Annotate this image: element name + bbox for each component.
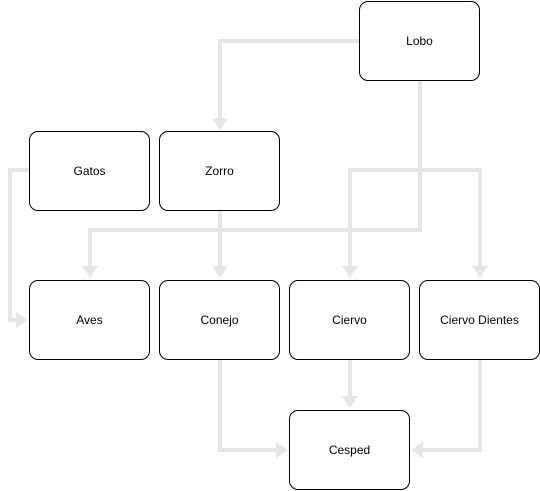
node-lobo: Lobo [359,1,480,81]
edge-gatos-aves [8,168,29,322]
edge-lobo-zorro [218,39,359,120]
arrowhead-cesped-left [276,442,288,458]
node-label-aves: Aves [76,313,103,327]
arrowhead-cesped-top [342,396,358,408]
node-label-ciervo-dientes: Ciervo Dientes [440,313,519,327]
edge-ciervo-dientes-cesped [421,360,482,452]
arrowhead-aves-top [82,266,98,278]
node-label-lobo: Lobo [406,34,433,48]
node-label-zorro: Zorro [205,164,234,178]
edge-conejo-cesped [218,360,278,452]
arrowhead-aves-left [16,312,28,328]
edge-lobo-ciervo-dientes [418,81,482,268]
node-label-ciervo: Ciervo [332,313,367,327]
node-aves: Aves [29,280,150,360]
node-ciervo: Ciervo [289,280,410,360]
edge-lobo-ciervo [348,168,420,268]
node-conejo: Conejo [159,280,280,360]
node-label-cesped: Cesped [328,443,371,457]
arrowhead-cesped-right [411,442,423,458]
node-ciervo-dientes: Ciervo Dientes [419,280,540,360]
arrowhead-zorro [212,118,228,130]
node-cesped: Cesped [289,410,410,490]
arrowhead-ciervo [342,266,358,278]
arrowhead-ciervo-dientes [472,266,488,278]
node-label-conejo: Conejo [200,313,239,327]
node-gatos: Gatos [29,131,150,211]
edge-lobo-aves [88,170,422,268]
node-label-gatos: Gatos [73,164,106,178]
arrowhead-conejo [212,266,228,278]
node-zorro: Zorro [159,131,280,211]
